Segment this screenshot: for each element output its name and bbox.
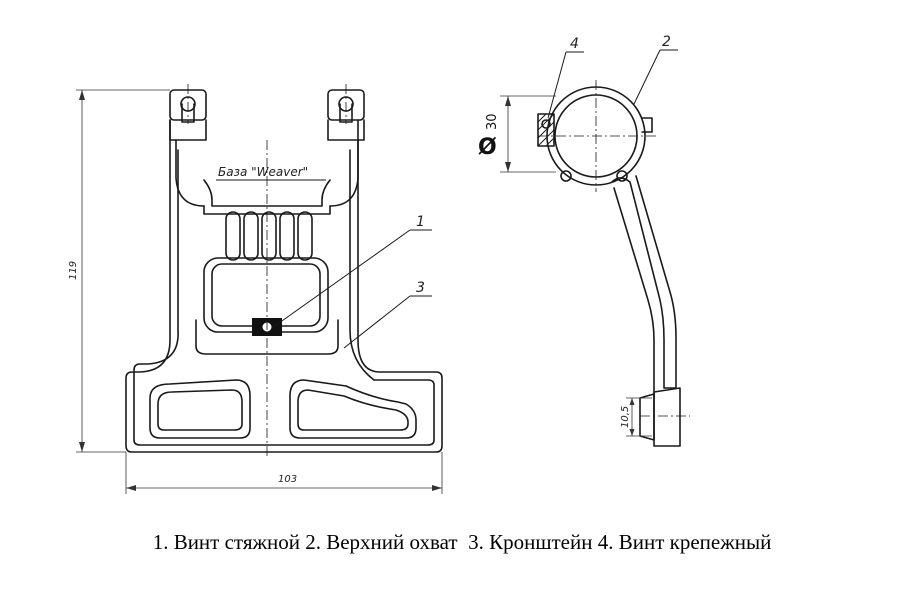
mounting-screw-section <box>537 113 555 147</box>
callout-4-label: 4 <box>570 36 579 52</box>
callout-1: 1 <box>271 214 432 329</box>
height-dimension: 119 <box>68 89 170 453</box>
bracket-arm <box>611 175 677 389</box>
thickness-dimension: 10,5 <box>620 397 652 437</box>
thickness-dim-text: 10,5 <box>620 406 631 428</box>
diameter-dimension: Ø 30 <box>478 95 556 173</box>
bracket-outline <box>125 119 443 453</box>
width-dimension: 103 <box>125 452 443 494</box>
weaver-ribs <box>225 211 313 261</box>
technical-drawing: База "Weaver" 119 103 1 <box>68 34 690 494</box>
callout-3-label: 3 <box>416 280 425 296</box>
callout-2: 2 <box>633 34 678 105</box>
diameter-symbol: Ø <box>478 135 497 160</box>
callout-4: 4 <box>547 36 584 119</box>
callout-3: 3 <box>343 280 432 349</box>
front-view: База "Weaver" 119 103 1 <box>68 84 443 494</box>
callout-2-label: 2 <box>662 34 671 50</box>
parts-caption: 1. Винт стяжной 2. Верхний охват 3. Крон… <box>152 530 772 554</box>
side-view: Ø 30 10,5 4 2 <box>478 34 690 447</box>
width-dim-text: 103 <box>278 474 297 485</box>
diameter-value: 30 <box>485 113 500 130</box>
weaver-base-label: База "Weaver" <box>218 165 308 179</box>
callout-1-label: 1 <box>416 214 425 230</box>
height-dim-text: 119 <box>68 261 79 280</box>
